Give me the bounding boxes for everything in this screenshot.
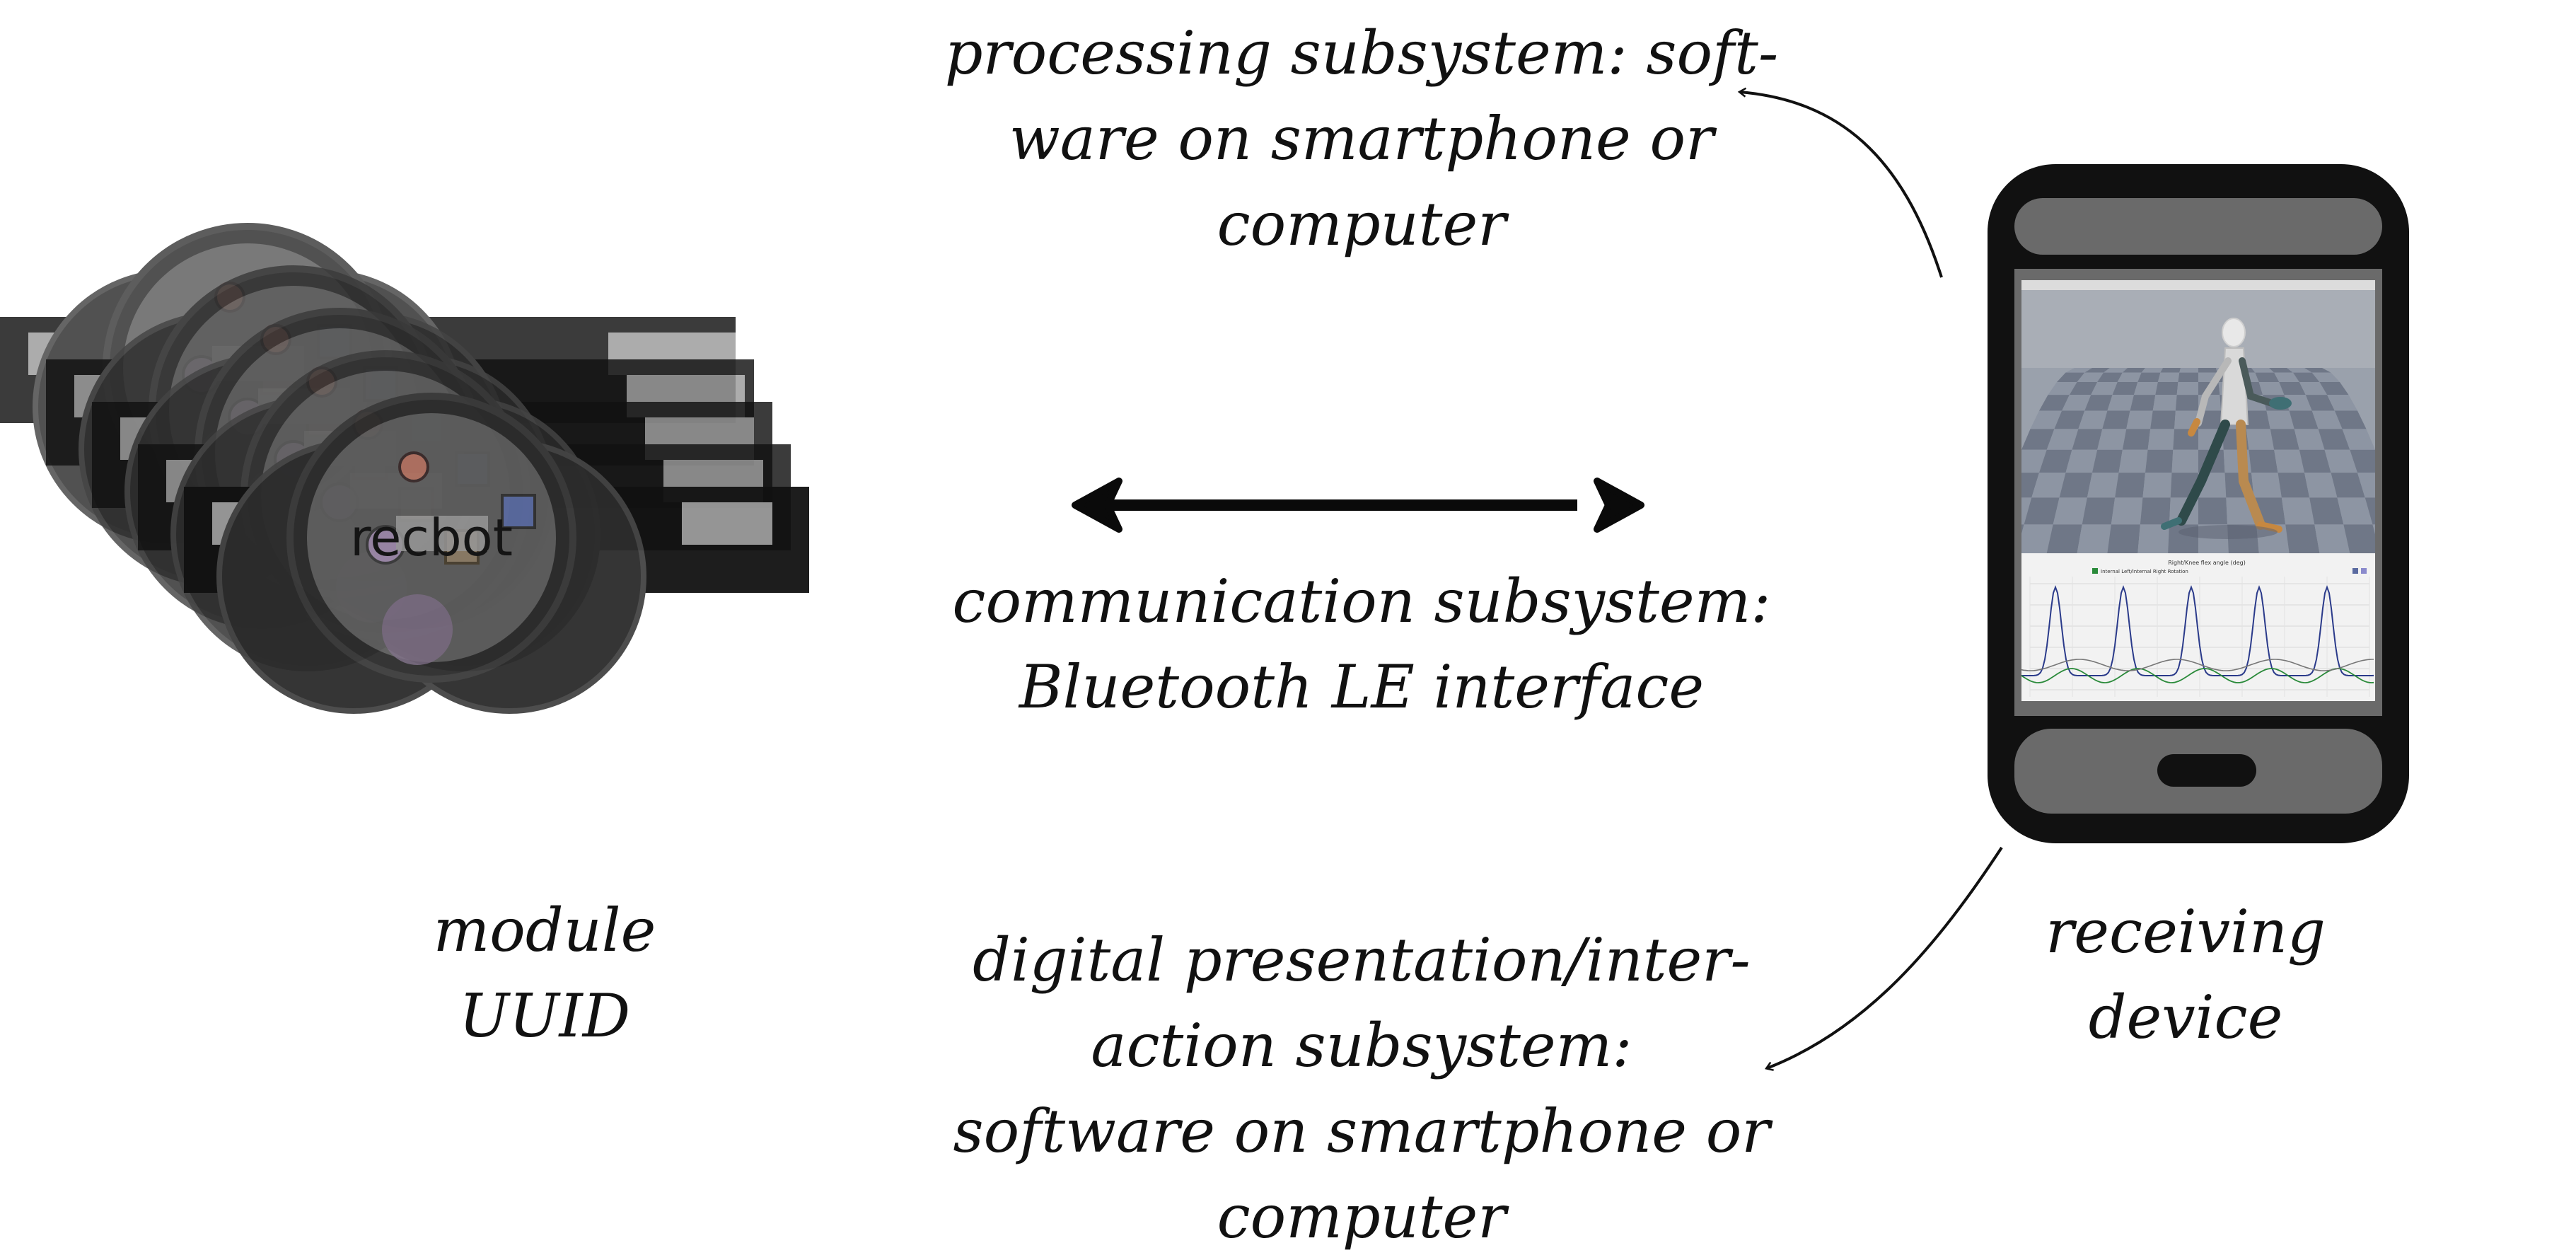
presentation-subsystem-caption: digital presentation/inter- action subsy… xyxy=(912,918,1811,1260)
caption-line: processing subsystem: soft- xyxy=(944,18,1779,88)
plot-title: Right/Knee flex angle (deg) xyxy=(2168,560,2246,566)
caption-line: ware on smartphone or xyxy=(1009,104,1715,173)
caption-line: software on smartphone or xyxy=(953,1097,1770,1166)
processing-subsystem-caption: processing subsystem: soft- ware on smar… xyxy=(912,11,1811,267)
caption-line: UUID xyxy=(458,981,631,1051)
led-icon xyxy=(398,451,429,482)
caption-line: Bluetooth LE interface xyxy=(1019,652,1705,722)
module-stack: recbot xyxy=(0,223,809,714)
plot-trace-main xyxy=(2021,585,2374,676)
port-icon xyxy=(501,494,536,529)
caption-line: module xyxy=(433,896,656,965)
floor-checker xyxy=(2021,368,2375,553)
caption-line: receiving xyxy=(2046,897,2326,966)
plot-panel xyxy=(2021,553,2375,701)
caption-line: action subsystem: xyxy=(1091,1011,1632,1080)
plot-trace-tertiary xyxy=(2021,659,2374,671)
phone-screen: Right/Knee flex angle (deg) Internal Lef… xyxy=(2021,280,2375,701)
plot-grid xyxy=(2029,577,2370,697)
module-caption: module UUID xyxy=(332,888,757,1059)
receiving-device-caption: receiving device xyxy=(1973,889,2398,1060)
sensor-pad-icon xyxy=(382,594,453,665)
avatar-figure xyxy=(2161,318,2292,539)
communication-subsystem-caption: communication subsystem: Bluetooth LE in… xyxy=(912,559,1811,730)
caption-line: computer xyxy=(1217,190,1507,259)
sensor-module xyxy=(184,393,809,714)
home-button xyxy=(2157,754,2256,787)
curved-arrow-to-presentation xyxy=(1767,846,2003,1068)
brand-label: recbot xyxy=(350,508,513,567)
bidirectional-arrow xyxy=(1072,478,1644,533)
caption-line: device xyxy=(2088,983,2283,1052)
caption-line: digital presentation/inter- xyxy=(973,925,1751,995)
smartphone-icon: Right/Knee flex angle (deg) Internal Lef… xyxy=(1988,164,2409,843)
caption-line: computer xyxy=(1217,1182,1507,1252)
strap-window xyxy=(682,502,772,545)
plot-trace-secondary xyxy=(2021,668,2374,683)
caption-line: communication subsystem: xyxy=(952,567,1771,636)
phone-top-bar xyxy=(2014,198,2382,255)
plot-legend: Internal Left/Internal Right Rotation xyxy=(2101,569,2188,574)
curved-arrow-to-processing xyxy=(1740,92,1943,278)
